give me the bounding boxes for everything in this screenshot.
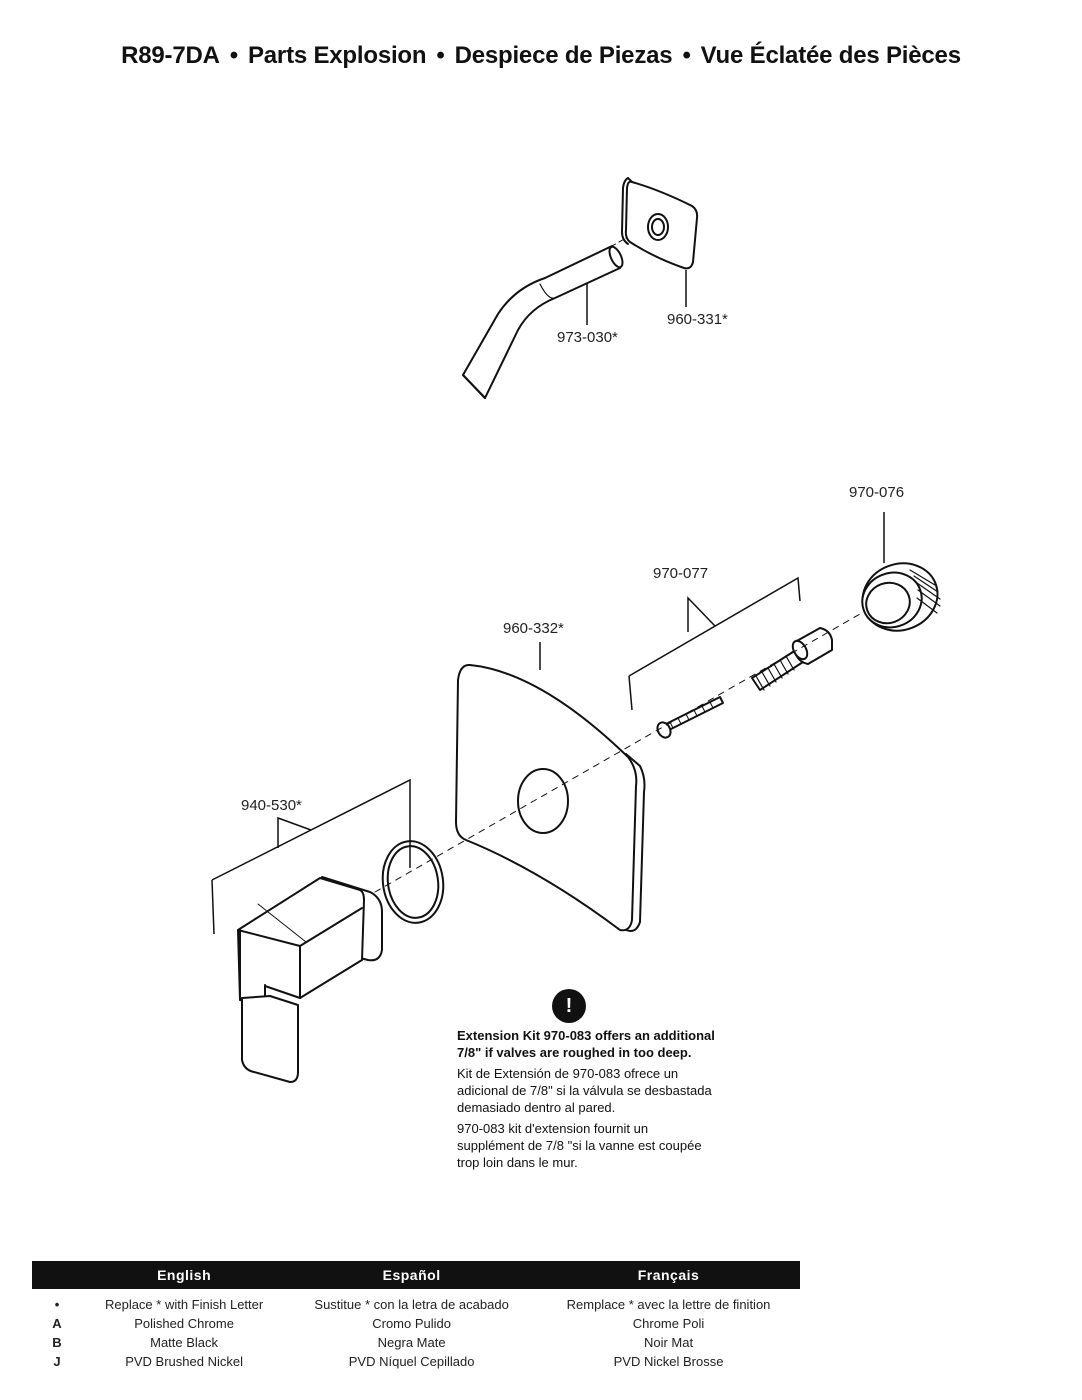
- screw-kit: [656, 627, 833, 739]
- header-code: [32, 1261, 82, 1289]
- header-english: English: [82, 1261, 287, 1289]
- note-english: Extension Kit 970-083 offers an addition…: [457, 1028, 715, 1060]
- label-970-077: 970-077: [653, 565, 708, 582]
- label-970-076: 970-076: [849, 484, 904, 501]
- shower-flange: [621, 177, 699, 270]
- label-960-332: 960-332*: [503, 620, 564, 637]
- label-940-530: 940-530*: [241, 797, 302, 814]
- table-row: J PVD Brushed Nickel PVD Níquel Cepillad…: [53, 1354, 724, 1369]
- warning-icon: !: [552, 989, 586, 1023]
- note-spanish: Kit de Extensión de 970-083 ofrece un ad…: [457, 1066, 712, 1115]
- title-spanish: Despiece de Piezas: [454, 42, 673, 69]
- page-title: R89-7DA•Parts Explosion•Despiece de Piez…: [121, 42, 961, 69]
- shower-arm: [462, 245, 624, 399]
- o-ring: [381, 840, 445, 924]
- table-row: • Replace * with Finish Letter Sustitue …: [54, 1297, 771, 1312]
- trim-plate: [455, 663, 646, 932]
- label-973-030: 973-030*: [557, 329, 618, 346]
- valve-adapter: [861, 562, 941, 632]
- table-row: B Matte Black Negra Mate Noir Mat: [52, 1335, 694, 1350]
- header-spanish: Español: [286, 1261, 538, 1289]
- extension-kit-note: Extension Kit 970-083 offers an addition…: [457, 1027, 717, 1175]
- table-row: A Polished Chrome Cromo Pulido Chrome Po…: [52, 1316, 705, 1331]
- model-number: R89-7DA: [121, 42, 220, 69]
- label-960-331: 960-331*: [667, 311, 728, 328]
- note-french: 970-083 kit d'extension fournit un suppl…: [457, 1121, 702, 1170]
- title-french: Vue Éclatée des Pièces: [700, 42, 961, 69]
- title-english: Parts Explosion: [247, 42, 427, 69]
- finish-table: English Español Français • Replace * wit…: [32, 1261, 800, 1371]
- header-french: Français: [537, 1261, 800, 1289]
- handle: [237, 876, 383, 1083]
